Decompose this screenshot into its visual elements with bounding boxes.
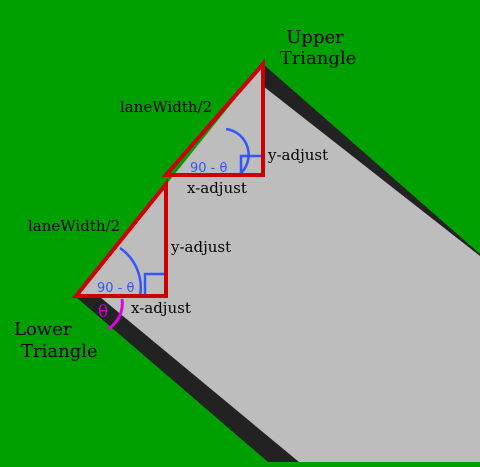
theta-arc: [107, 298, 124, 331]
upper-angle-arc: [225, 127, 250, 176]
lower-angle-label: 90 - θ: [97, 281, 134, 296]
upper-right-angle-marker: [239, 154, 263, 175]
lane-surface: [76, 64, 480, 462]
lower-hypotenuse-label: laneWidth/2: [28, 217, 120, 235]
upper-triangle: [161, 58, 265, 177]
upper-triangle-label-line1: Upper: [286, 27, 344, 48]
theta-label: θ: [98, 302, 108, 322]
upper-angle-label: 90 - θ: [190, 161, 227, 176]
upper-x-adjust-label: x-adjust: [187, 179, 247, 197]
upper-hypotenuse-label: laneWidth/2: [120, 98, 212, 116]
lower-x-adjust-label: x-adjust: [131, 299, 191, 317]
upper-y-adjust-label: y-adjust: [267, 146, 328, 164]
lower-triangle: [71, 178, 168, 298]
lower-angle-arc: [119, 246, 142, 297]
lower-y-adjust-label: y-adjust: [170, 238, 231, 256]
lower-right-angle-marker: [143, 272, 166, 296]
upper-triangle-label-line2: Triangle: [280, 48, 357, 69]
lower-triangle-label-line1: Lower: [14, 319, 72, 340]
lower-triangle-label-line2: Triangle: [21, 341, 98, 362]
